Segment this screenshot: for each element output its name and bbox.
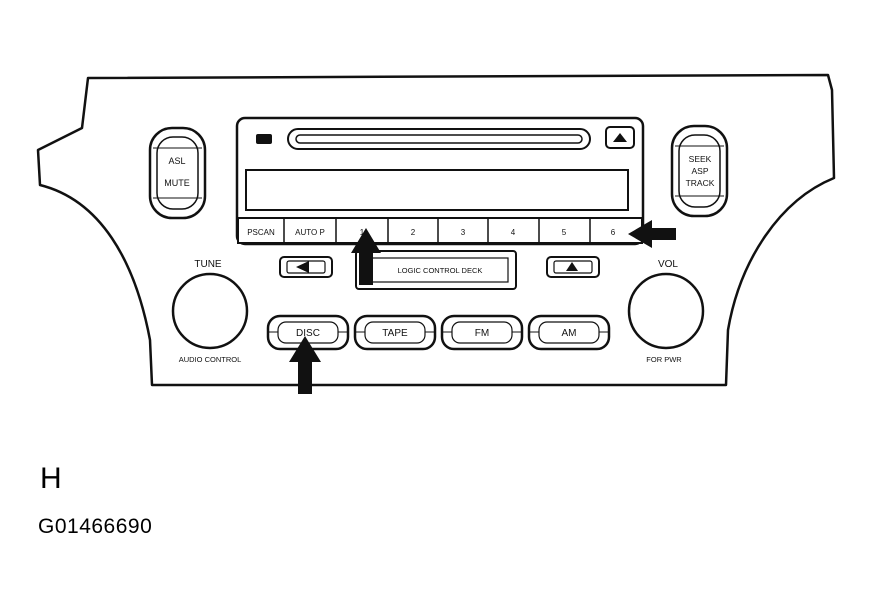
preset-label: 4 <box>511 228 516 237</box>
preset-button-4[interactable]: 4 <box>511 218 540 243</box>
rewind-icon <box>296 261 309 273</box>
asl-mute-rocker[interactable]: ASL MUTE <box>148 126 207 220</box>
preset-button-pscan[interactable]: PSCAN <box>247 218 285 243</box>
preset-label: 5 <box>562 228 567 237</box>
am-button[interactable]: AM <box>527 314 611 351</box>
preset-button-autop[interactable]: AUTO P <box>295 218 337 243</box>
tape-eject-icon <box>566 262 578 271</box>
volume-knob[interactable] <box>627 272 705 350</box>
preset-label: 1 <box>360 228 365 237</box>
tape-button[interactable]: TAPE <box>353 314 437 351</box>
mode-label: FM <box>475 328 489 339</box>
preset-button-1[interactable]: 1 <box>360 218 389 243</box>
track-label: TRACK <box>686 178 715 188</box>
asl-label: ASL <box>168 156 185 166</box>
tune-label: TUNE <box>194 259 222 270</box>
mode-label: TAPE <box>382 328 408 339</box>
tape-eject-button[interactable] <box>546 256 600 278</box>
vol-label: VOL <box>658 259 678 270</box>
cd-icon <box>256 134 272 144</box>
figure-letter: H <box>40 462 62 495</box>
figure-code: G01466690 <box>38 515 153 538</box>
preset-label: PSCAN <box>247 228 275 237</box>
preset-label: 6 <box>611 228 616 237</box>
asp-label: ASP <box>691 166 708 176</box>
preset-button-6[interactable]: 6 <box>611 228 616 237</box>
display-screen <box>245 169 629 211</box>
preset-button-3[interactable]: 3 <box>461 218 489 243</box>
arrow-to-preset-1 <box>351 228 381 285</box>
preset-button-5[interactable]: 5 <box>562 218 591 243</box>
eject-icon <box>613 133 627 142</box>
logic-control-deck[interactable]: LOGIC CONTROL DECK <box>355 250 517 290</box>
audio-control-label: AUDIO CONTROL <box>179 355 242 364</box>
seek-track-rocker[interactable]: SEEK ASP TRACK <box>670 124 729 218</box>
arrow-to-disc-button <box>289 336 321 394</box>
arrow-to-preset-6 <box>628 220 676 248</box>
preset-label: 3 <box>461 228 466 237</box>
preset-row: PSCAN AUTO P 1 2 3 4 5 6 <box>237 217 643 244</box>
preset-button-2[interactable]: 2 <box>411 218 439 243</box>
seek-label: SEEK <box>689 154 712 164</box>
tape-rewind-button[interactable] <box>279 256 333 278</box>
power-label: FOR PWR <box>646 355 682 364</box>
mute-label: MUTE <box>164 178 190 188</box>
preset-label: 2 <box>411 228 416 237</box>
tune-knob[interactable] <box>171 272 249 350</box>
mode-label: DISC <box>296 328 320 339</box>
fm-button[interactable]: FM <box>440 314 524 351</box>
eject-button[interactable] <box>605 126 635 149</box>
mode-label: AM <box>562 328 577 339</box>
disc-button[interactable]: DISC <box>266 314 350 351</box>
logic-deck-label: LOGIC CONTROL DECK <box>398 266 483 275</box>
preset-label: AUTO P <box>295 228 325 237</box>
